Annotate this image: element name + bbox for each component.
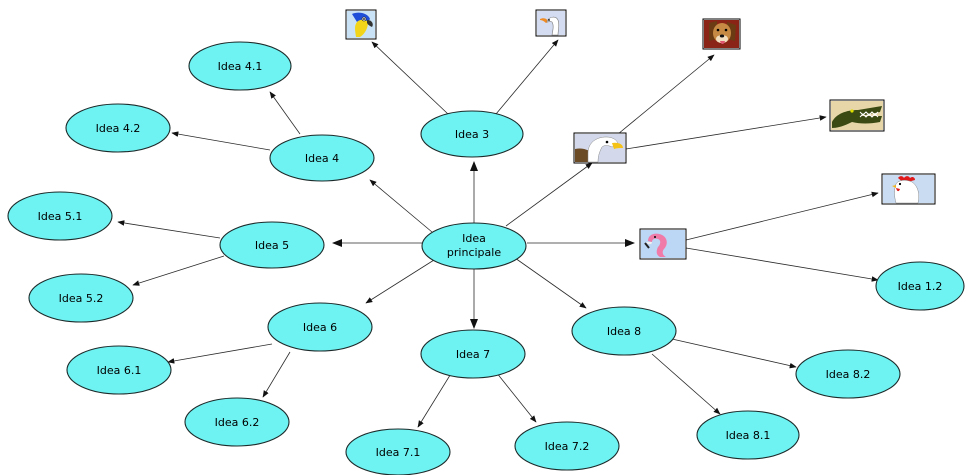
node-idea-6-1[interactable]: Idea 6.1 [66,345,172,395]
swan-icon[interactable] [535,9,567,37]
node-idea-4-2-label: Idea 4.2 [96,122,141,135]
edge-eagle-crocodile [625,115,827,150]
node-idea-4-label: Idea 4 [305,152,339,165]
edge-idea-8-idea-8-2 [671,338,797,369]
edge-idea-5-idea-5-1 [117,220,221,239]
crocodile-icon[interactable] [829,99,885,132]
node-idea-6-2-label: Idea 6.2 [215,416,260,429]
edge-idea-7-idea-7-1 [417,371,453,428]
node-idea-6-2[interactable]: Idea 6.2 [184,397,290,447]
node-idea-5-1[interactable]: Idea 5.1 [7,191,113,241]
node-idea-3[interactable]: Idea 3 [420,110,524,158]
node-central[interactable]: Idea principale [421,222,527,270]
node-idea-3-label: Idea 3 [455,128,489,141]
node-idea-4-1-label: Idea 4.1 [218,60,263,73]
node-idea-7-1-label: Idea 7.1 [376,446,421,459]
eagle-icon[interactable] [573,132,627,164]
central-label-line1: Idea [462,232,486,245]
node-idea-7-label: Idea 7 [456,348,490,361]
central-label-line2: principale [447,246,501,259]
node-idea-5-1-label: Idea 5.1 [38,210,83,223]
node-idea-4-2[interactable]: Idea 4.2 [65,103,171,153]
edge-idea-3-parrot [371,41,449,115]
edge-idea-4-idea-4-2 [171,131,271,151]
edge-idea-5-idea-5-2 [132,255,225,286]
node-idea-4-1[interactable]: Idea 4.1 [188,41,292,91]
edge-idea-7-idea-7-2 [495,371,537,423]
node-idea-6[interactable]: Idea 6 [267,302,373,352]
parrot-icon[interactable] [345,9,377,40]
node-idea-5[interactable]: Idea 5 [219,221,325,269]
edge-central-idea-6 [365,259,435,304]
node-idea-5-2[interactable]: Idea 5.2 [28,273,134,323]
node-idea-8-2[interactable]: Idea 8.2 [795,349,901,399]
edge-idea-6-idea-6-1 [167,343,273,364]
edge-flamingo-idea-1-2 [685,247,879,282]
node-idea-8[interactable]: Idea 8 [571,306,677,356]
edge-central-idea-8 [514,257,587,309]
edge-idea-3-swan [495,39,559,115]
node-idea-7-2-label: Idea 7.2 [545,440,590,453]
dog-icon[interactable] [702,18,741,50]
edge-eagle-dog [617,54,715,135]
edge-idea-4-idea-4-1 [269,91,301,135]
rooster-icon[interactable] [881,173,936,205]
node-idea-4[interactable]: Idea 4 [269,134,375,182]
node-idea-7-1[interactable]: Idea 7.1 [345,428,451,475]
node-idea-5-label: Idea 5 [255,239,289,252]
edge-central-eagle [505,162,593,227]
node-idea-6-label: Idea 6 [303,321,337,334]
flamingo-icon[interactable] [639,228,687,260]
node-idea-6-1-label: Idea 6.1 [97,364,142,377]
node-idea-7[interactable]: Idea 7 [420,329,526,379]
edge-central-idea-4 [369,179,433,233]
edge-idea-6-idea-6-2 [262,351,291,398]
node-idea-7-2[interactable]: Idea 7.2 [514,421,620,471]
node-idea-5-2-label: Idea 5.2 [59,292,104,305]
node-idea-8-2-label: Idea 8.2 [826,368,871,381]
node-idea-8-1[interactable]: Idea 8.1 [696,410,800,460]
edge-idea-8-idea-8-1 [651,353,721,415]
edge-flamingo-rooster [685,191,879,241]
node-idea-8-label: Idea 8 [607,325,641,338]
node-idea-1-2[interactable]: Idea 1.2 [875,261,965,311]
node-idea-8-1-label: Idea 8.1 [726,429,771,442]
node-idea-1-2-label: Idea 1.2 [898,280,943,293]
